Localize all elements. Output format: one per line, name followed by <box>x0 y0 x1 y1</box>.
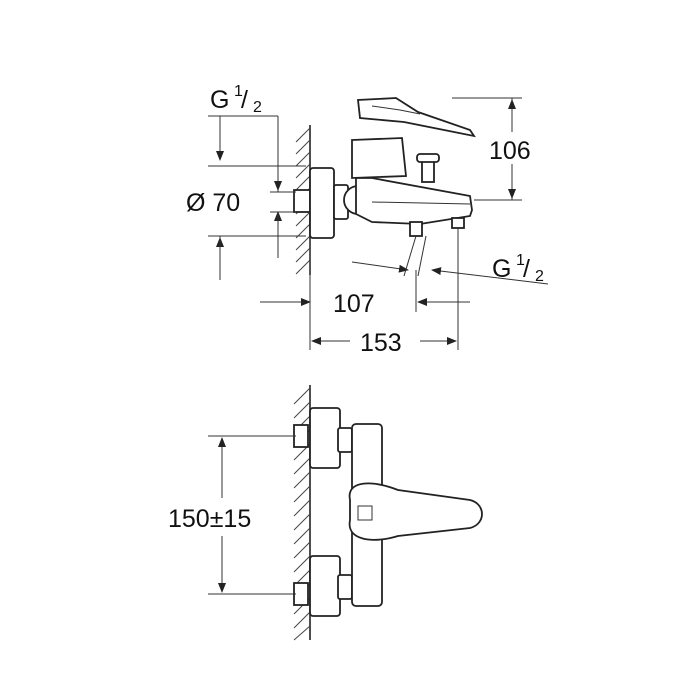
svg-text:G: G <box>210 86 229 114</box>
dim-reach-outlet: 107 <box>260 270 470 318</box>
dim-reach-total: 153 <box>309 228 459 357</box>
svg-text:/: / <box>241 86 248 114</box>
dim-centres: 150±15 <box>166 435 296 595</box>
faucet-side-body <box>293 97 476 239</box>
svg-text:Ø 70: Ø 70 <box>186 189 240 217</box>
lever-front <box>348 482 483 541</box>
escutcheon <box>309 167 335 239</box>
svg-text:2: 2 <box>253 99 262 116</box>
lever <box>357 97 476 138</box>
mixer-body <box>351 137 407 179</box>
upper-escutcheon <box>309 407 341 469</box>
lower-escutcheon <box>309 555 341 617</box>
front-view: 150±15 <box>166 385 483 641</box>
svg-text:106: 106 <box>489 137 531 165</box>
svg-text:150±15: 150±15 <box>168 505 251 533</box>
svg-text:1: 1 <box>234 83 243 100</box>
dim-thread-top: G 1 / 2 <box>208 83 296 258</box>
upper-inlet-nut <box>293 424 309 448</box>
inlet-nut <box>293 189 311 213</box>
dim-thread-bottom: G 1 / 2 <box>351 235 549 285</box>
spout <box>355 177 473 225</box>
dim-height: 106 <box>452 97 546 201</box>
spout-aerator <box>451 217 465 229</box>
svg-text:G: G <box>492 255 511 283</box>
lower-inlet-nut <box>293 582 309 606</box>
svg-text:107: 107 <box>333 290 375 318</box>
dim-diameter: Ø 70 <box>186 165 306 280</box>
shower-outlet <box>409 221 423 237</box>
svg-text:1: 1 <box>516 252 525 269</box>
svg-text:/: / <box>523 255 530 283</box>
side-view: G 1 / 2 Ø 70 <box>186 83 549 357</box>
svg-text:153: 153 <box>360 329 402 357</box>
svg-text:2: 2 <box>535 268 544 285</box>
faucet-front-body <box>293 407 483 617</box>
